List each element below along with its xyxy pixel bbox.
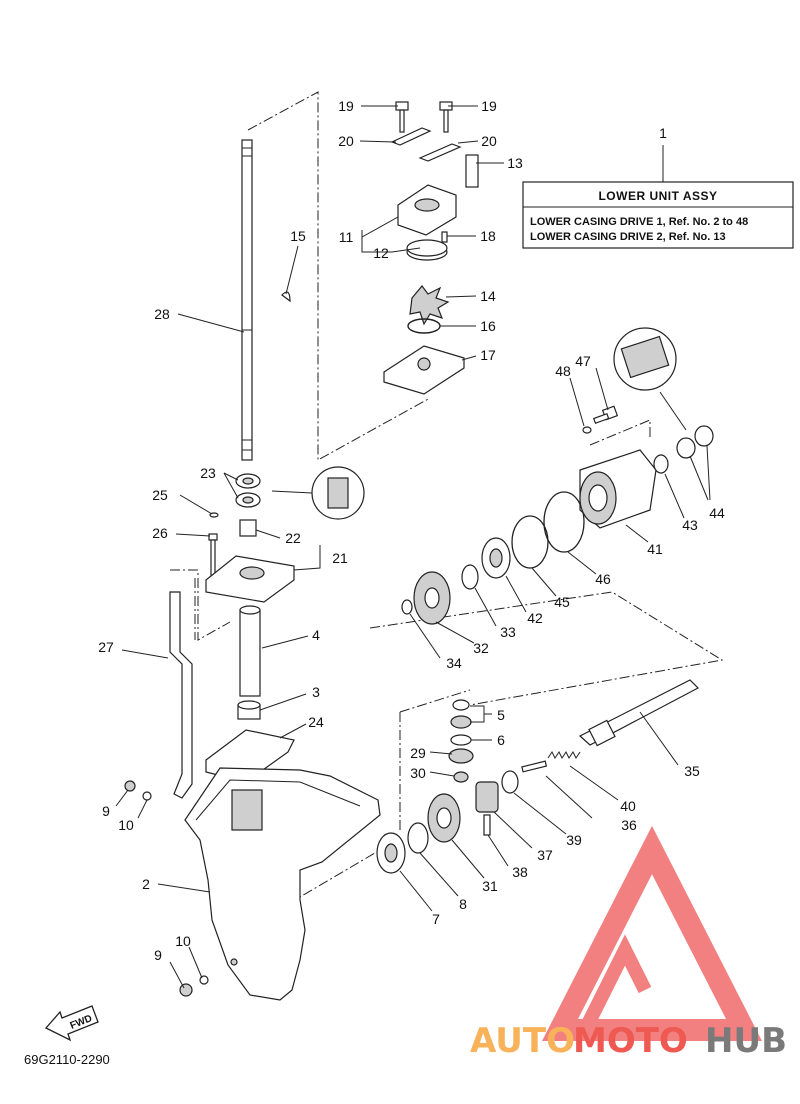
callout-48: 48 xyxy=(555,363,571,379)
woodruff-key xyxy=(281,291,291,303)
callout-40: 40 xyxy=(620,798,636,814)
callout-26: 26 xyxy=(152,525,168,541)
callout-20-left: 20 xyxy=(338,133,354,149)
callout-18: 18 xyxy=(480,228,496,244)
guide-tube-parts xyxy=(237,605,261,720)
shift-rod xyxy=(169,591,193,799)
callout-33: 33 xyxy=(500,624,516,640)
callout-13: 13 xyxy=(507,155,523,171)
callout-5: 5 xyxy=(497,707,505,723)
callout-10-lower: 10 xyxy=(175,933,191,949)
watermark-hub: HUB xyxy=(705,1021,787,1061)
callout-23: 23 xyxy=(200,465,216,481)
callout-19-left: 19 xyxy=(338,98,354,114)
box-line-1: LOWER CASING DRIVE 1, Ref. No. 2 to 48 xyxy=(530,216,748,228)
callout-20-right: 20 xyxy=(481,133,497,149)
callout-4: 4 xyxy=(312,627,320,643)
callout-37: 37 xyxy=(537,847,553,863)
leader-lines xyxy=(115,105,711,989)
lower-unit-assy-box: LOWER UNIT ASSY LOWER CASING DRIVE 1, Re… xyxy=(522,145,794,249)
callout-34: 34 xyxy=(446,655,462,671)
callout-21: 21 xyxy=(332,550,348,566)
box-line-2: LOWER CASING DRIVE 2, Ref. No. 13 xyxy=(530,231,726,243)
callout-8: 8 xyxy=(459,896,467,912)
callout-9-upper: 9 xyxy=(102,803,110,819)
watermark-text: AUTO MOTO HUB xyxy=(470,1021,787,1061)
callout-46: 46 xyxy=(595,571,611,587)
callout-39: 39 xyxy=(566,832,582,848)
callout-6: 6 xyxy=(497,732,505,748)
callout-19-right: 19 xyxy=(481,98,497,114)
callout-31: 31 xyxy=(482,878,498,894)
callout-38: 38 xyxy=(512,864,528,880)
callout-17: 17 xyxy=(480,347,496,363)
callout-16: 16 xyxy=(480,318,496,334)
callout-30: 30 xyxy=(410,765,426,781)
gear-parts xyxy=(376,327,714,874)
lower-casing xyxy=(124,767,381,1001)
callout-42: 42 xyxy=(527,610,543,626)
callout-47: 47 xyxy=(575,353,591,369)
callout-45: 45 xyxy=(554,594,570,610)
drive-shaft xyxy=(241,139,253,461)
callout-36: 36 xyxy=(621,817,637,833)
callout-25: 25 xyxy=(152,487,168,503)
callout-12: 12 xyxy=(373,245,389,261)
upper-seal-parts xyxy=(205,466,365,603)
callout-27: 27 xyxy=(98,639,114,655)
fwd-arrow-icon: FWD xyxy=(44,1005,99,1042)
callout-24: 24 xyxy=(308,714,324,730)
callout-15: 15 xyxy=(290,228,306,244)
callout-28: 28 xyxy=(154,306,170,322)
watermark-moto: MOTO xyxy=(573,1021,688,1061)
callout-14: 14 xyxy=(480,288,496,304)
callout-29: 29 xyxy=(410,745,426,761)
callout-1: 1 xyxy=(659,125,667,141)
callout-22: 22 xyxy=(285,530,301,546)
callout-7: 7 xyxy=(432,911,440,927)
callout-35: 35 xyxy=(684,763,700,779)
callout-41: 41 xyxy=(647,541,663,557)
callout-44: 44 xyxy=(709,505,725,521)
drawing-code: 69G2110-2290 xyxy=(24,1052,110,1067)
water-pump-parts xyxy=(383,101,479,395)
callout-11: 11 xyxy=(339,229,354,245)
callout-9-lower: 9 xyxy=(154,947,162,963)
box-title: LOWER UNIT ASSY xyxy=(598,189,717,203)
callout-43: 43 xyxy=(682,517,698,533)
watermark-logo-icon xyxy=(542,825,762,1041)
callout-labels: 1 2 3 4 5 6 7 8 9 9 10 10 11 12 13 14 15… xyxy=(98,98,725,963)
callout-3: 3 xyxy=(312,684,320,700)
callout-10-upper: 10 xyxy=(118,817,134,833)
callout-32: 32 xyxy=(473,640,489,656)
callout-2: 2 xyxy=(142,876,150,892)
watermark-auto: AUTO xyxy=(470,1021,575,1061)
